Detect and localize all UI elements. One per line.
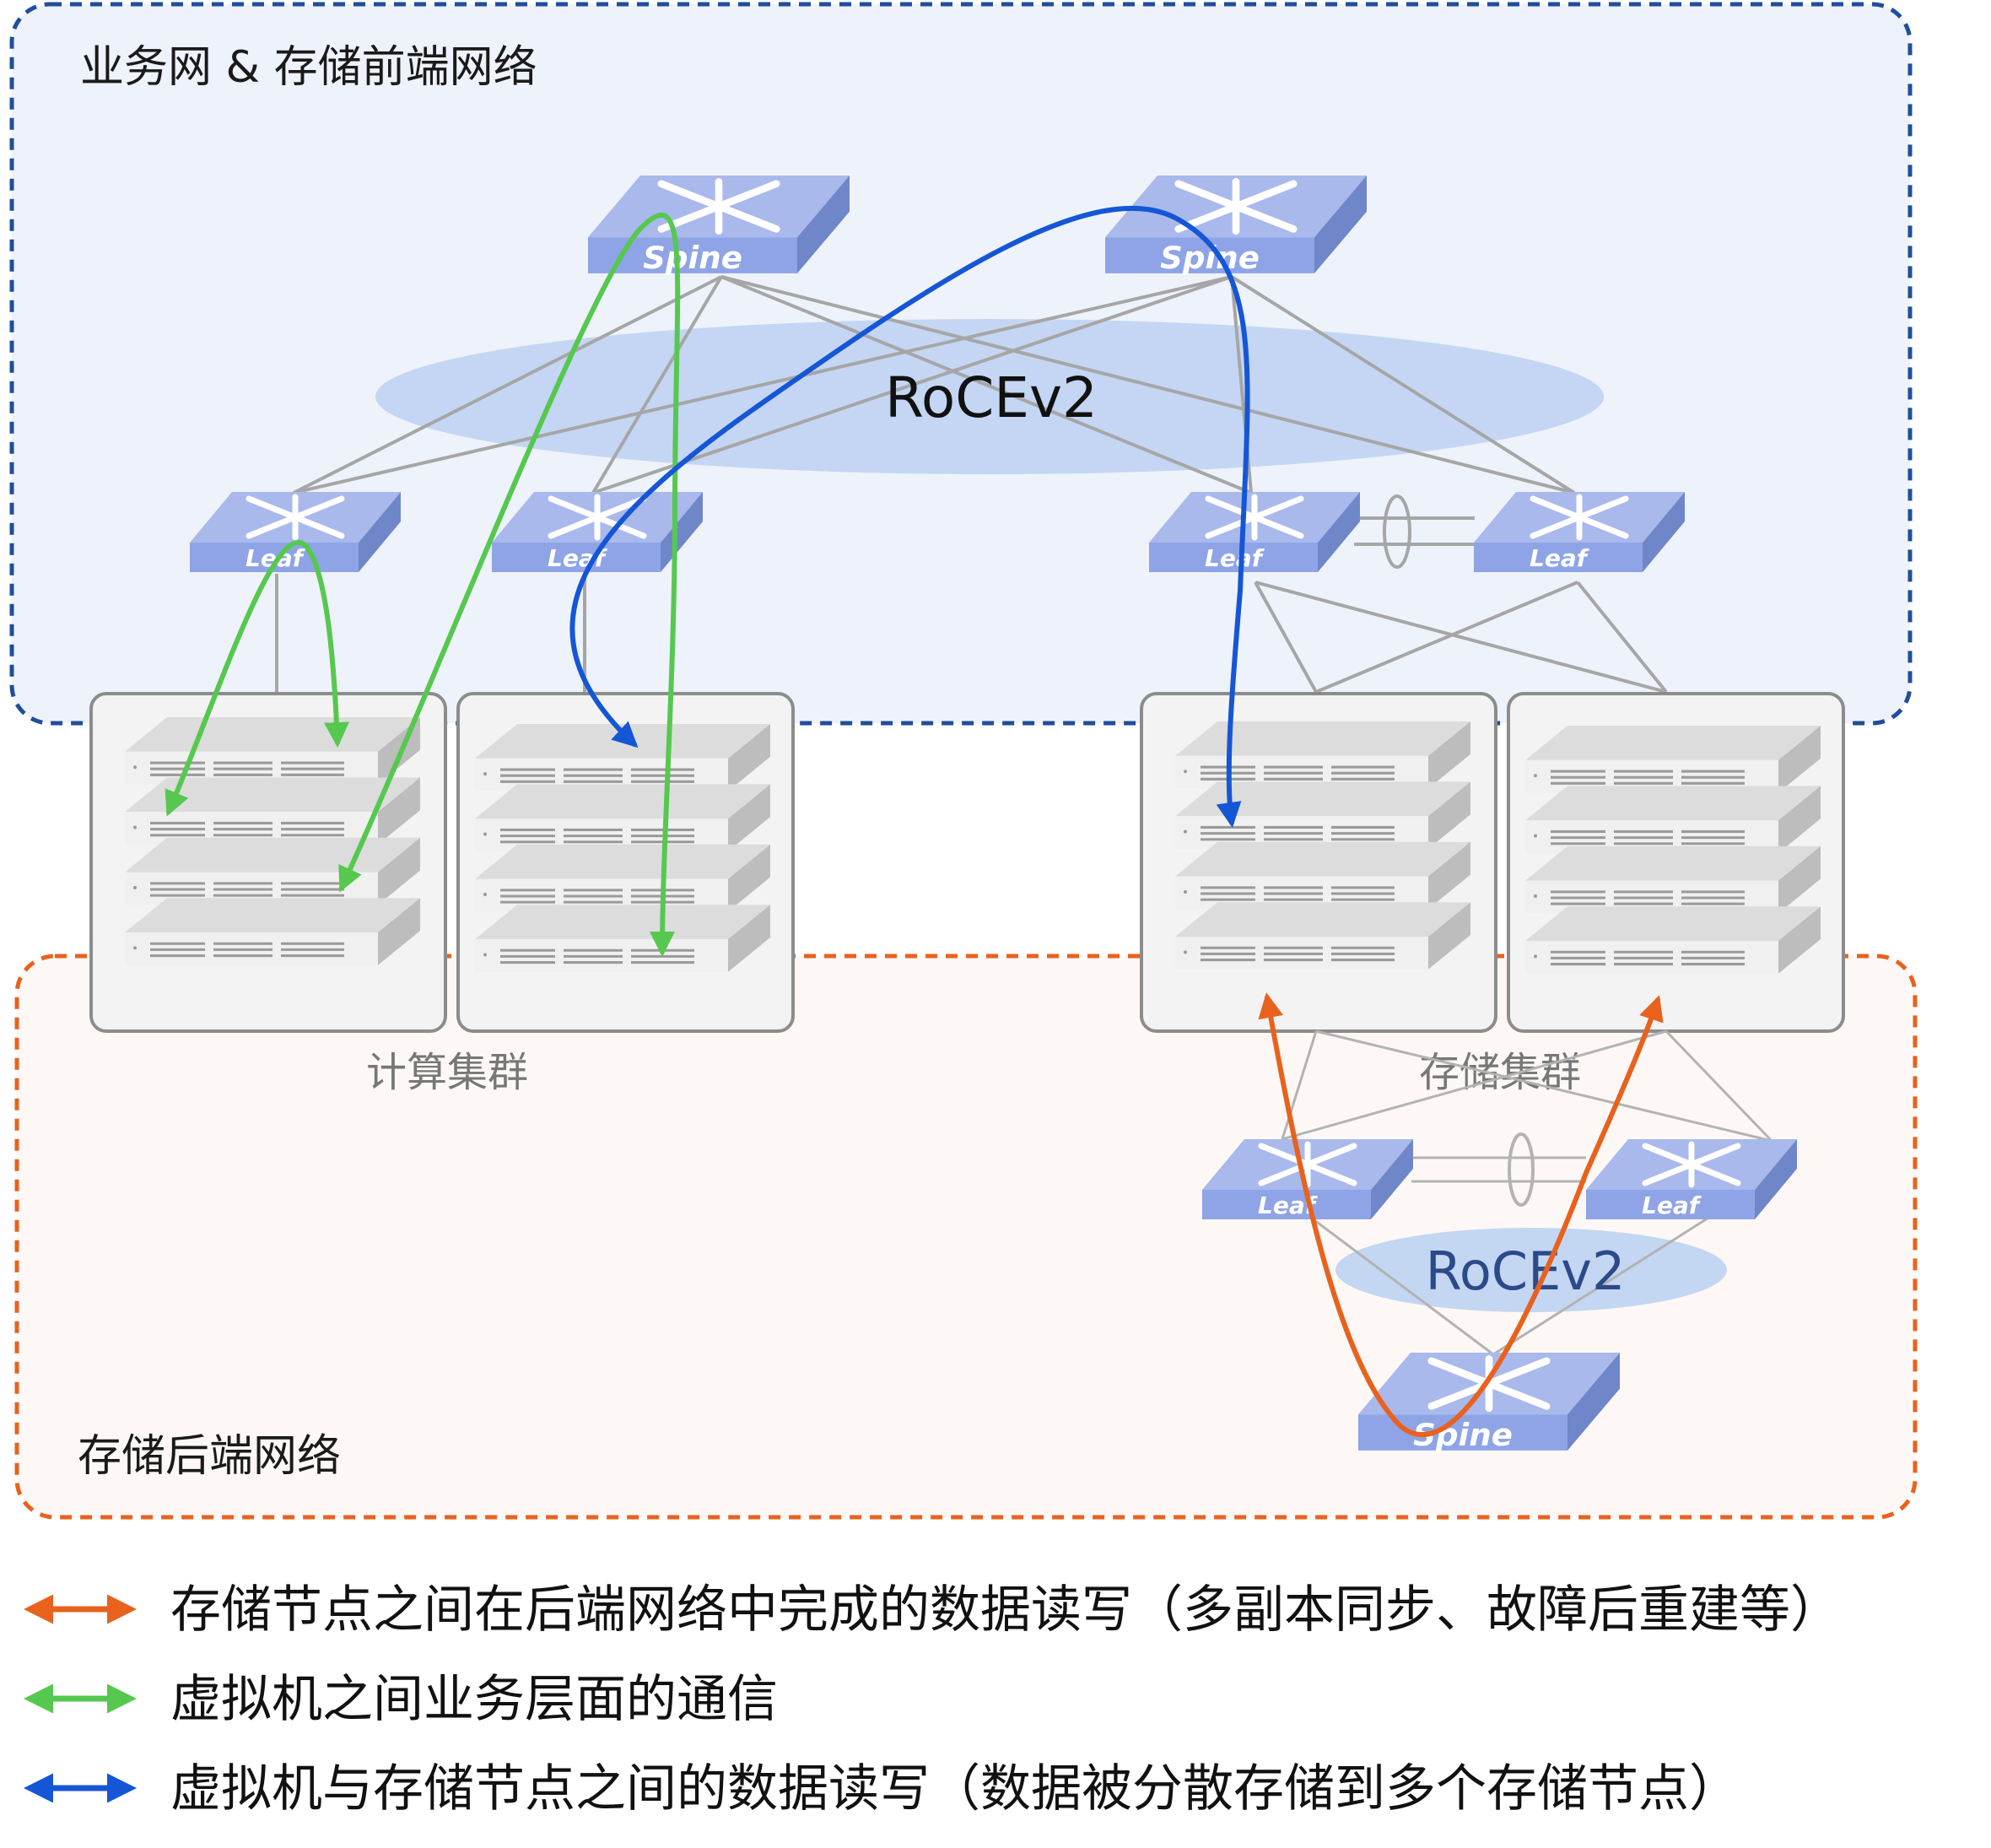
svg-text:Leaf: Leaf [1530,544,1590,572]
orange-arrow-backend [1258,992,1664,1438]
frontend-roce-label: RoCEv2 [885,365,1098,430]
svg-text:虚拟机与存储节点之间的数据读写（数据被分散存储到多个存储节点: 虚拟机与存储节点之间的数据读写（数据被分散存储到多个存储节点） [170,1759,1740,1818]
leaf-switch-3: Leaf [1149,492,1360,572]
svg-text:Spine: Spine [643,240,742,276]
storage-server-group-1 [1140,692,1497,1033]
spine-switch-1: Spine [588,176,850,276]
frontend-links [275,275,1668,726]
frontend-roce-oval [375,319,1604,474]
svg-text:虚拟机之间业务层面的通信: 虚拟机之间业务层面的通信 [170,1670,778,1729]
legend-item-green: 虚拟机之间业务层面的通信 [24,1670,778,1729]
legend: 存储节点之间在后端网络中完成的数据读写（多副本同步、故障后重建等） 虚拟机之间业… [24,1581,1841,1818]
backend-roce-label: RoCEv2 [1426,1240,1626,1302]
legend-item-orange: 存储节点之间在后端网络中完成的数据读写（多副本同步、故障后重建等） [24,1581,1841,1640]
mlag-oval-front [1383,494,1411,569]
compute-cluster-label: 计算集群 [366,1049,528,1096]
backend-leaf-switch-2: Leaf [1586,1139,1797,1219]
backend-zone-label: 存储后端网络 [78,1431,341,1482]
legend-item-blue: 虚拟机与存储节点之间的数据读写（数据被分散存储到多个存储节点） [24,1759,1740,1818]
svg-text:存储节点之间在后端网络中完成的数据读写（多副本同步、故障后重: 存储节点之间在后端网络中完成的数据读写（多副本同步、故障后重建等） [170,1581,1841,1640]
compute-server-group-1 [89,692,447,1033]
green-arrow-leaf-loop [165,539,349,817]
svg-text:Leaf: Leaf [1642,1191,1702,1219]
svg-text:Leaf: Leaf [1205,544,1265,572]
storage-server-group-2 [1507,692,1845,1033]
leaf-switch-4: Leaf [1474,492,1685,572]
frontend-zone-label: 业务网 & 存储前端网络 [80,42,537,93]
mlag-oval-back [1508,1132,1535,1207]
backend-links [1281,1029,1773,1356]
compute-server-group-2 [456,692,795,1033]
backend-roce-oval [1335,1228,1727,1312]
blue-arrow-vm-storage [569,205,1250,828]
